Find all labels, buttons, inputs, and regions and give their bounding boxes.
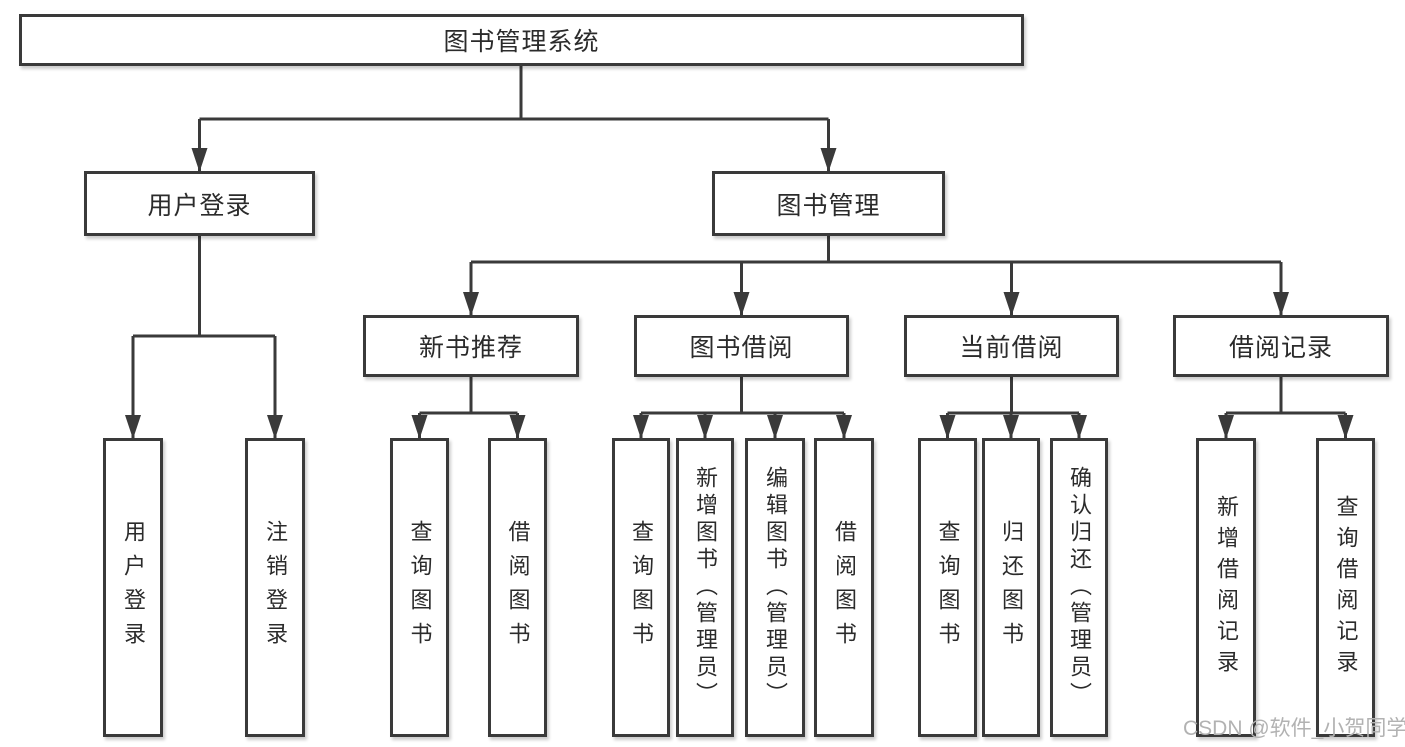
node-borrowing-records: 借阅记录 [1173, 315, 1389, 377]
node-label: 查询图书 [629, 519, 654, 656]
leaf-confirm-return-admin: 确认归还（管理员） [1050, 438, 1108, 737]
node-label: 新书推荐 [418, 334, 523, 362]
leaf-query-books-current: 查询图书 [918, 438, 977, 737]
leaf-borrow-books-recommend: 借阅图书 [488, 438, 547, 737]
leaf-add-book-admin: 新增图书（管理员） [676, 438, 734, 737]
node-book-borrowing: 图书借阅 [634, 315, 849, 377]
leaf-query-borrow-record: 查询借阅记录 [1316, 438, 1375, 737]
node-label: 用户登录 [121, 519, 146, 656]
leaf-logout: 注销登录 [245, 438, 305, 737]
leaf-borrow-books: 借阅图书 [814, 438, 874, 737]
node-label: 查询图书 [935, 519, 961, 656]
node-label: 编辑图书（管理员） [763, 466, 788, 709]
node-label: 借阅记录 [1228, 334, 1333, 362]
csdn-watermark: CSDN @软件_小贺同学 [1183, 717, 1405, 740]
connectors [125, 66, 1354, 439]
node-label: 新增图书（管理员） [693, 466, 718, 709]
node-label: 归还图书 [999, 519, 1024, 656]
leaf-query-books-borrowing: 查询图书 [612, 438, 670, 737]
node-label: 当前借阅 [959, 334, 1064, 362]
node-label: 注销登录 [263, 519, 288, 656]
node-label: 借阅图书 [832, 519, 857, 656]
leaf-user-login: 用户登录 [103, 438, 163, 737]
node-label: 图书管理系统 [443, 28, 600, 56]
node-label: 查询借阅记录 [1333, 494, 1359, 681]
node-label: 查询图书 [407, 519, 433, 656]
node-current-borrowing: 当前借阅 [904, 315, 1119, 377]
node-library-management-system: 图书管理系统 [19, 14, 1024, 66]
node-new-book-recommend: 新书推荐 [363, 315, 579, 377]
leaf-return-book: 归还图书 [982, 438, 1040, 737]
node-label: 图书借阅 [689, 334, 794, 362]
node-label: 新增借阅记录 [1214, 494, 1239, 681]
node-user-login: 用户登录 [84, 171, 315, 236]
leaf-edit-book-admin: 编辑图书（管理员） [745, 438, 805, 737]
leaf-query-books-recommend: 查询图书 [390, 438, 449, 737]
leaf-add-borrow-record: 新增借阅记录 [1196, 438, 1256, 737]
node-label: 借阅图书 [505, 519, 531, 656]
node-label: 用户登录 [147, 191, 252, 220]
node-book-management: 图书管理 [712, 171, 945, 236]
node-label: 确认归还（管理员） [1067, 466, 1092, 709]
node-label: 图书管理 [776, 191, 881, 220]
